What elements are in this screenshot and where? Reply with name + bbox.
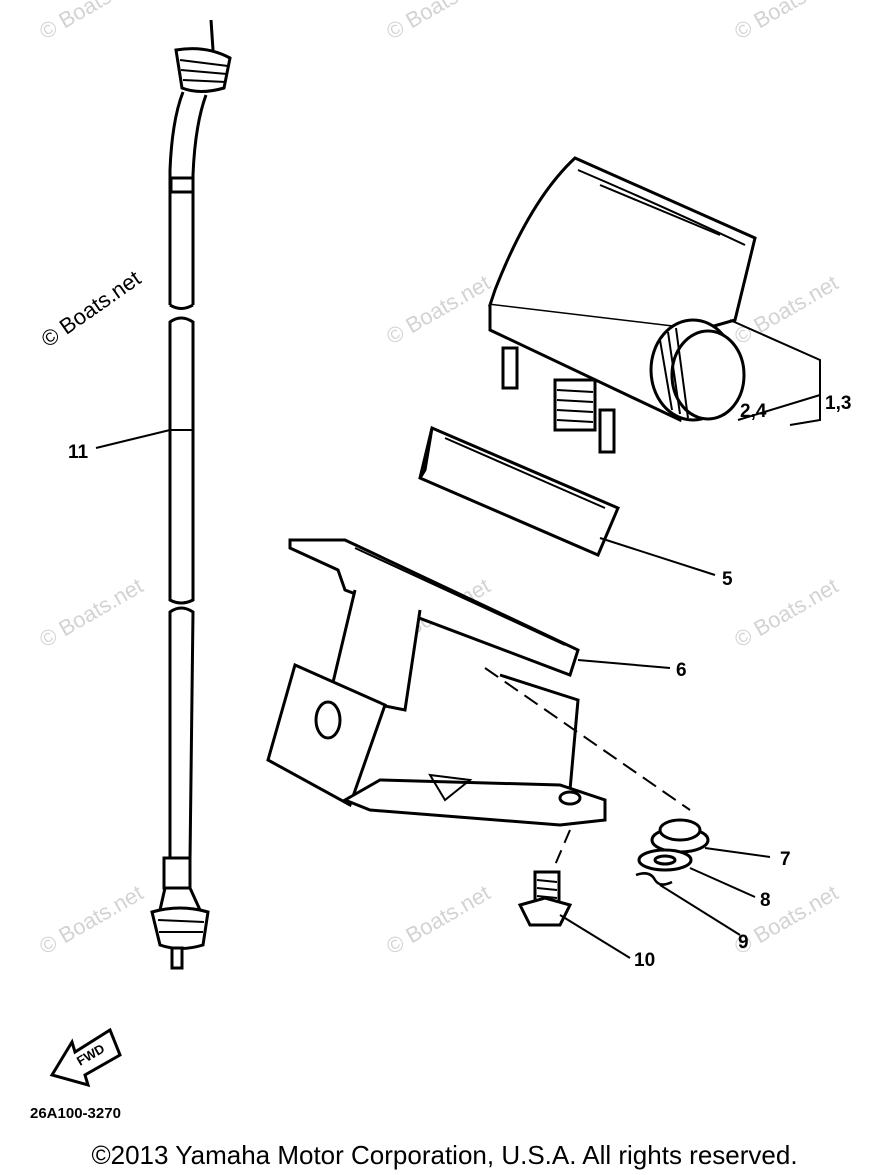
meter-bracket[interactable] xyxy=(266,538,607,827)
speedometer-cable[interactable] xyxy=(150,19,232,970)
callout-2-4: 2,4 xyxy=(740,401,767,422)
watermark: © Boats.net xyxy=(382,880,494,959)
watermark: © Boats.net xyxy=(35,573,147,652)
callout-5: 5 xyxy=(722,569,733,590)
leader-lines xyxy=(95,319,821,959)
watermark: © Boats.net xyxy=(382,0,494,44)
callout-11: 11 xyxy=(68,442,89,463)
callout-7: 7 xyxy=(780,849,791,870)
washer[interactable] xyxy=(637,848,693,872)
callout-1-3: 1,3 xyxy=(825,393,851,414)
grommet[interactable] xyxy=(650,818,710,854)
watermark: © Boats.net xyxy=(382,270,494,349)
fwd-arrow-icon: FWD xyxy=(49,1027,122,1088)
callout-8: 8 xyxy=(760,890,771,911)
watermark-dark: © Boats.net xyxy=(37,265,146,352)
watermark: © Boats.net xyxy=(35,880,147,959)
trip-reset-knob[interactable] xyxy=(649,318,746,422)
watermark: © Boats.net xyxy=(730,0,842,44)
callout-9: 9 xyxy=(738,932,749,953)
bolt[interactable] xyxy=(517,870,573,927)
meter-lens[interactable] xyxy=(418,425,620,557)
callouts: 11 1,3 2,4 5 6 7 8 9 10 xyxy=(68,393,851,971)
clip[interactable] xyxy=(635,872,673,886)
callout-6: 6 xyxy=(676,660,687,681)
callout-10: 10 xyxy=(634,950,655,971)
speedometer-assembly[interactable] xyxy=(487,156,757,454)
watermark: © Boats.net xyxy=(35,0,147,44)
diagram-code: 26A100-3270 xyxy=(30,1105,121,1122)
copyright-notice: ©2013 Yamaha Motor Corporation, U.S.A. A… xyxy=(91,1140,798,1170)
watermark: © Boats.net xyxy=(730,573,842,652)
watermark: © Boats.net xyxy=(730,270,842,349)
